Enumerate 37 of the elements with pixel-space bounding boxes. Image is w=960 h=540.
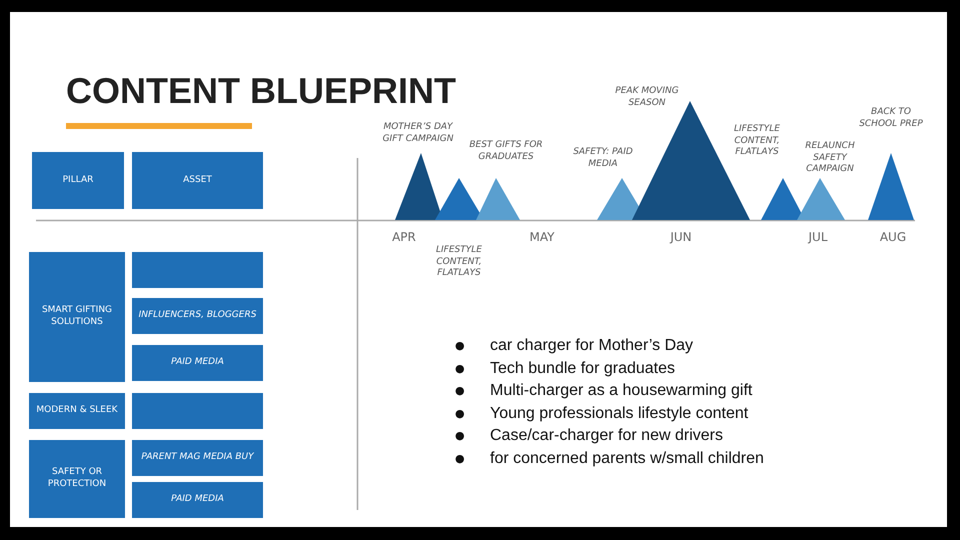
bullet-item: Multi-charger as a housewarming gift (490, 381, 752, 401)
label-box: PARENT MAG MEDIA BUY (132, 440, 263, 476)
bullet-marker: ● (455, 338, 465, 354)
event-label: BACK TO SCHOOL PREP (858, 107, 924, 130)
event-label: BEST GIFTS FOR GRADUATES (468, 140, 544, 164)
label-box: PILLAR (32, 152, 124, 209)
label-box: PAID MEDIA (132, 345, 263, 381)
bullet-marker: ● (455, 360, 465, 376)
bullet-marker: ● (455, 406, 465, 422)
label-box: SAFETY OR PROTECTION (29, 440, 125, 518)
label-box: INFLUENCERS, BLOGGERS (132, 298, 263, 334)
empty-box (132, 393, 263, 429)
month-label: MAY (530, 230, 554, 244)
month-label: JUL (808, 230, 828, 244)
bullet-marker: ● (455, 383, 465, 399)
month-label: JUN (670, 230, 692, 244)
label-box: ASSET (132, 152, 263, 209)
event-label: RELAUNCH SAFETY CAMPAIGN (804, 141, 856, 176)
event-label: MOTHER’S DAY GIFT CAMPAIGN (382, 122, 454, 146)
label-box: SMART GIFTING SOLUTIONS (29, 252, 125, 382)
event-label: PEAK MOVING SEASON (614, 86, 680, 110)
month-label: APR (392, 230, 416, 244)
empty-box (132, 252, 263, 288)
bullet-item: for concerned parents w/small children (490, 448, 764, 468)
bullet-item: Case/car-charger for new drivers (490, 426, 723, 446)
label-box: MODERN & SLEEK (29, 393, 125, 429)
bullet-marker: ● (455, 450, 465, 466)
event-label: SAFETY: PAID MEDIA (572, 147, 634, 170)
month-label: AUG (880, 230, 906, 244)
slide-title: CONTENT BLUEPRINT (66, 70, 456, 112)
event-label: LIFESTYLE CONTENT, FLATLAYS (435, 245, 483, 280)
bullet-item: car charger for Mother’s Day (490, 336, 694, 356)
bullet-item: Tech bundle for graduates (490, 358, 676, 378)
bullet-marker: ● (455, 428, 465, 444)
event-label: LIFESTYLE CONTENT, FLATLAYS (733, 124, 781, 160)
label-box: PAID MEDIA (132, 482, 263, 518)
bullet-item: Young professionals lifestyle content (490, 404, 748, 424)
